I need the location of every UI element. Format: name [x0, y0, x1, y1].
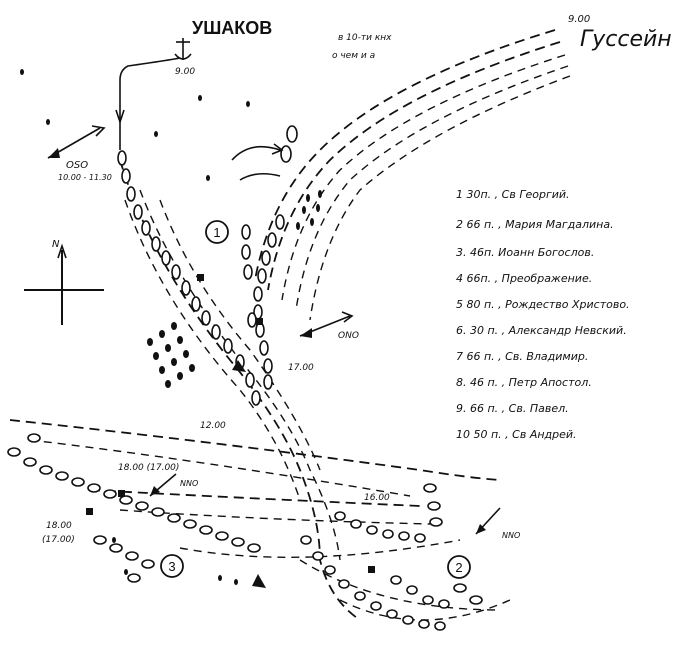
time-label-10-11: 10.00 - 11.30: [58, 173, 112, 182]
curved-arrow-1-icon: [231, 145, 281, 161]
time-label-12: 12.00: [200, 421, 226, 431]
reserve-group-dots: [147, 322, 195, 388]
note-line-1: в 10-ти кнх: [338, 33, 392, 43]
wind-arrow-nno-right-icon: [475, 507, 501, 535]
ushakov-column-routes: [119, 159, 361, 621]
wind-label-oso: OSO: [66, 160, 88, 171]
triangle-marker-2: [252, 574, 266, 588]
phase-circle-1-label: 1: [213, 225, 220, 240]
phase-circle-3-label: 3: [168, 559, 175, 574]
time-label-16: 16.00: [364, 493, 390, 503]
legend-item-9: 9. 66 п. , Св. Павел.: [456, 402, 569, 415]
legend-item-7: 7 66 п. , Св. Владимир.: [456, 350, 588, 363]
flagship-marker-2: [256, 318, 263, 325]
time-label-18-17-a: 18.00 (17.00): [118, 463, 179, 473]
anchor-icon: [174, 38, 192, 60]
note-line-2: о чем и а: [332, 51, 375, 61]
curved-arrow-2-icon: [239, 172, 281, 181]
hussein-arc-ships: [241, 125, 298, 390]
wind-label-nno-right: NNO: [502, 531, 520, 540]
flagship-marker-4: [118, 490, 125, 497]
compass-n-label: N: [52, 239, 60, 250]
time-label-17: 17.00: [288, 363, 314, 373]
phase-circle-3: 3: [160, 554, 184, 578]
phase-3-ships: [7, 433, 261, 583]
legend-item-6: 6. 30 п. , Александр Невский.: [456, 324, 627, 337]
legend-item-3: 3. 46п. Иоанн Богослов.: [456, 246, 594, 259]
legend-item-1: 1 30п. , Св Георгий.: [456, 188, 570, 201]
commander-hussein-label: Гуссейн: [580, 27, 672, 52]
legend-item-8: 8. 46 п. , Петр Апостол.: [456, 376, 592, 389]
phase-circle-1: 1: [205, 220, 229, 244]
ushakov-approach-path: [119, 57, 181, 150]
approach-arrow-icon: [115, 109, 125, 125]
wind-arrow-ono-icon: [299, 311, 354, 338]
commander-ushakov-label: УШАКОВ: [192, 18, 272, 38]
wind-label-ono: ONO: [338, 331, 359, 341]
flagship-marker-5: [368, 566, 375, 573]
ushakov-start-time: 9.00: [175, 67, 195, 77]
flagship-marker-1: [197, 274, 204, 281]
wind-label-nno-center: NNO: [180, 479, 198, 488]
phase-circle-2: 2: [447, 555, 471, 579]
scattered-dots-lower: [112, 537, 238, 585]
time-label-18-b-line2: (17.00): [42, 535, 75, 545]
phase-2-ships: [300, 483, 483, 631]
ship-legend: 1 30п. , Св Георгий. 2 66 п. , Мария Маг…: [456, 188, 630, 441]
phase-circle-2-label: 2: [455, 560, 462, 575]
ushakov-column-ships: [117, 150, 261, 406]
hussein-start-time: 9.00: [568, 14, 590, 25]
legend-item-4: 4 66п. , Преображение.: [456, 272, 592, 285]
wind-arrow-nno-center-icon: [149, 473, 177, 497]
final-phase-routes: [9, 419, 511, 621]
flagship-marker-3: [86, 508, 93, 515]
hussein-fleet-routes: [254, 29, 571, 321]
time-label-18-b-line1: 18.00: [46, 521, 72, 531]
wind-arrow-oso-icon: [47, 125, 106, 159]
scattered-ships-dots: [20, 69, 322, 230]
legend-item-2: 2 66 п. , Мария Магдалина.: [456, 218, 614, 231]
triangle-marker-1: [232, 360, 246, 372]
legend-item-10: 10 50 п. , Св Андрей.: [456, 428, 577, 441]
legend-item-5: 5 80 п. , Рождество Христово.: [456, 298, 630, 311]
compass-cross-icon: [24, 243, 104, 325]
